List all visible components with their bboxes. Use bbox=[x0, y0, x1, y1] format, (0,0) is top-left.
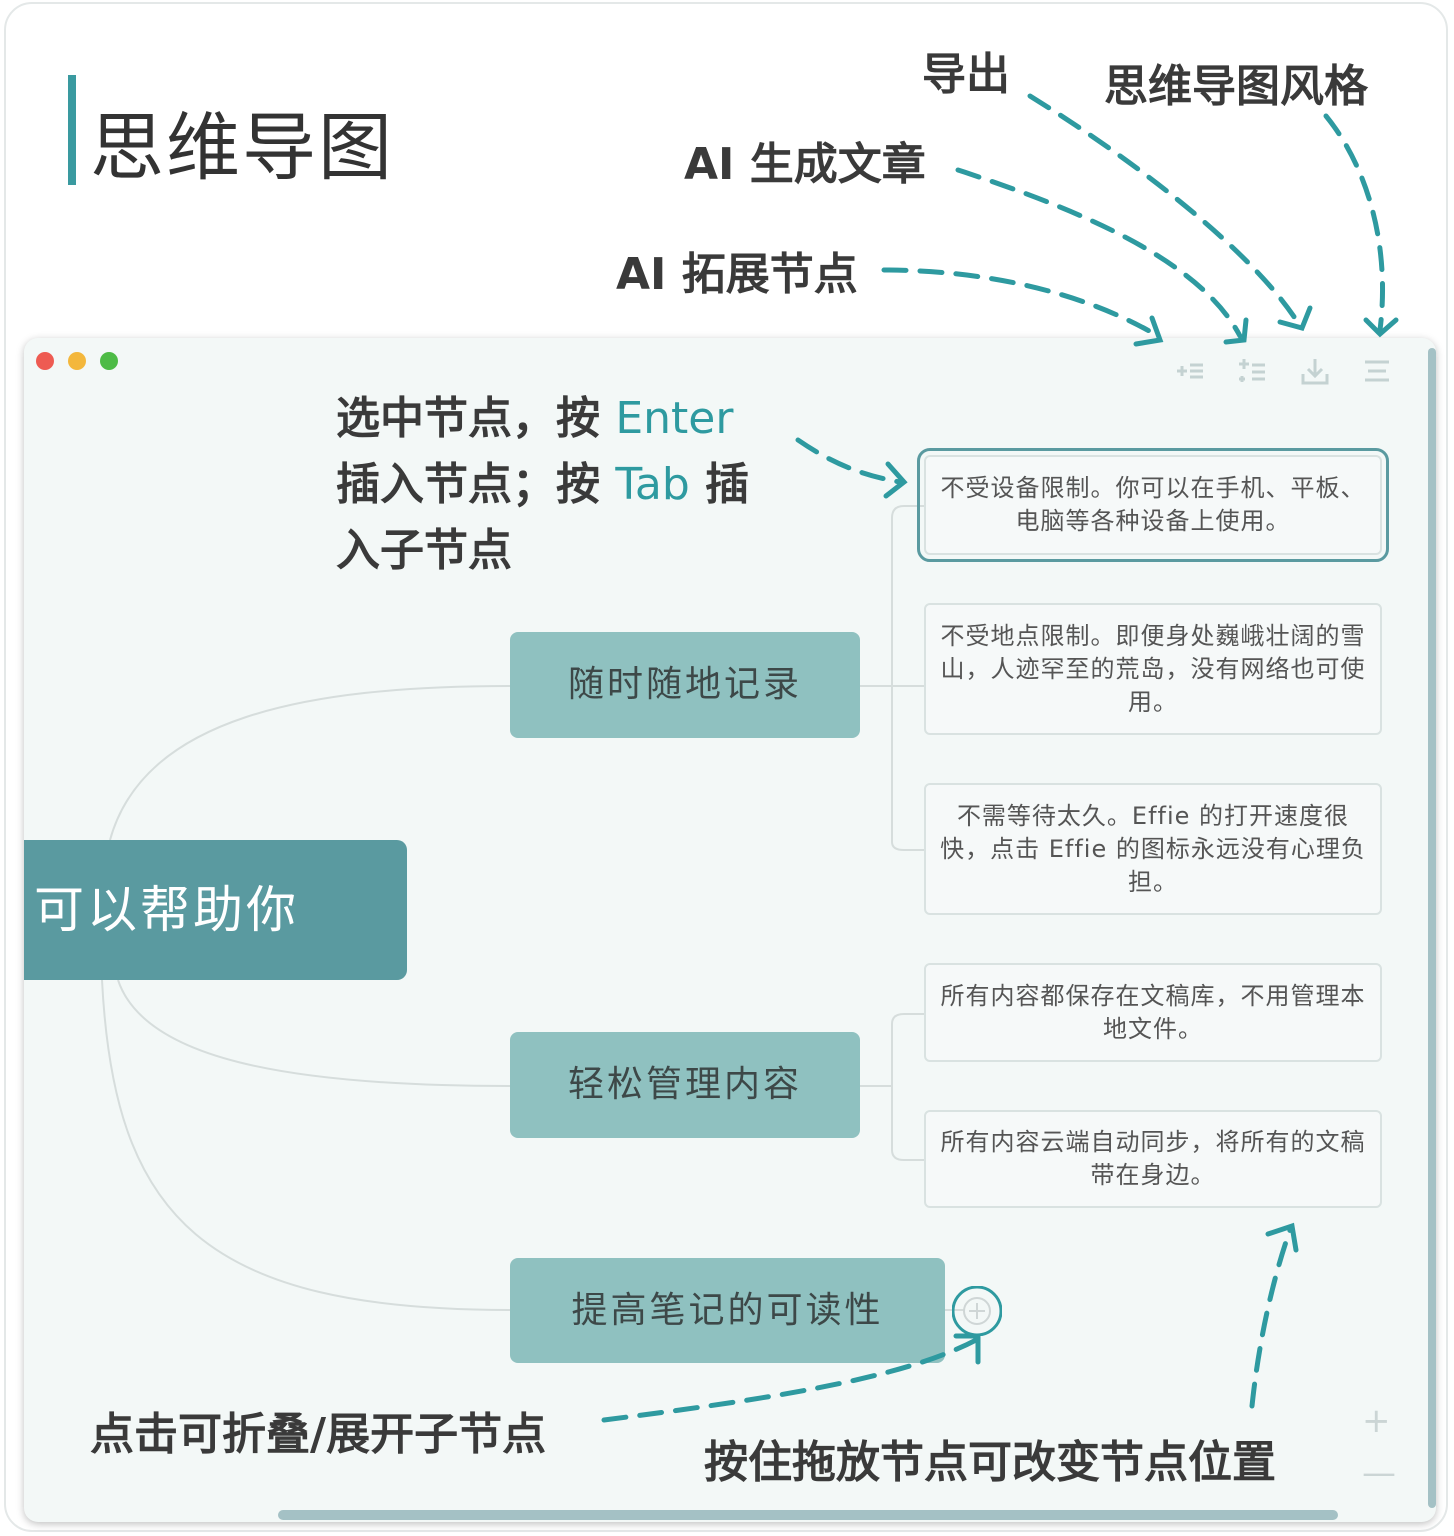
key-enter: Enter bbox=[615, 393, 734, 444]
horizontal-scrollbar[interactable] bbox=[278, 1510, 1338, 1520]
maximize-button[interactable] bbox=[100, 352, 118, 370]
export-download-icon[interactable] bbox=[1298, 354, 1332, 388]
connector-branch-2-children bbox=[860, 1013, 924, 1161]
connector-root-branch-3 bbox=[101, 979, 511, 1311]
annotation-text: 选中节点，按 bbox=[336, 393, 616, 444]
ai-generate-article-icon[interactable] bbox=[1236, 354, 1270, 388]
annotation-text: 插入节点；按 bbox=[336, 459, 616, 510]
plus-icon bbox=[969, 1303, 985, 1319]
leaf-node-selected[interactable]: 不受设备限制。你可以在手机、平板、电脑等各种设备上使用。 bbox=[917, 448, 1389, 562]
ai-expand-node-icon[interactable] bbox=[1174, 354, 1208, 388]
leaf-node[interactable]: 不需等待太久。Effie 的打开速度很快，点击 Effie 的图标永远没有心理负… bbox=[924, 783, 1382, 915]
annotation-enter-tab: 选中节点，按 Enter 插入节点；按 Tab 插 入子节点 bbox=[336, 386, 749, 584]
close-button[interactable] bbox=[36, 352, 54, 370]
leaf-node[interactable]: 所有内容云端自动同步，将所有的文稿带在身边。 bbox=[924, 1110, 1382, 1208]
branch-node-1[interactable]: 随时随地记录 bbox=[510, 632, 860, 738]
annotation-text: 入子节点 bbox=[336, 525, 512, 576]
zoom-out-button[interactable]: — bbox=[1362, 1453, 1396, 1493]
vertical-scrollbar[interactable] bbox=[1428, 348, 1436, 1508]
branch-node-2[interactable]: 轻松管理内容 bbox=[510, 1032, 860, 1138]
annotation-collapse: 点击可折叠/展开子节点 bbox=[90, 1409, 547, 1460]
app-window: 可以帮助你 随时随地记录 轻松管理内容 提高笔记的可读性 不受设备限制。你可以在… bbox=[24, 338, 1436, 1522]
minimize-button[interactable] bbox=[68, 352, 86, 370]
annotation-text: 插 bbox=[689, 459, 750, 510]
annotation-style: 思维导图风格 bbox=[1104, 61, 1368, 112]
connector-root-branch-2 bbox=[117, 979, 511, 1087]
annotation-export: 导出 bbox=[922, 49, 1010, 100]
branch-node-3[interactable]: 提高笔记的可读性 bbox=[510, 1258, 945, 1363]
expand-collapse-toggle[interactable] bbox=[952, 1286, 1002, 1336]
leaf-node[interactable]: 不受地点限制。即便身处巍峨壮阔的雪山，人迹罕至的荒岛，没有网络也可使用。 bbox=[924, 603, 1382, 735]
connector-root-branch-1 bbox=[109, 685, 511, 841]
annotation-ai-expand: AI 拓展节点 bbox=[616, 249, 858, 300]
mindmap-style-icon[interactable] bbox=[1360, 354, 1394, 388]
connector-branch-1-children bbox=[860, 505, 924, 851]
title-accent-bar bbox=[68, 75, 76, 185]
zoom-in-button[interactable]: + bbox=[1362, 1401, 1391, 1441]
annotation-ai-article: AI 生成文章 bbox=[684, 139, 926, 190]
leaf-node[interactable]: 所有内容都保存在文稿库，不用管理本地文件。 bbox=[924, 963, 1382, 1062]
connector-lines bbox=[101, 505, 964, 1311]
page-title: 思维导图 bbox=[90, 105, 394, 191]
annotation-drag: 按住拖放节点可改变节点位置 bbox=[704, 1437, 1276, 1488]
key-tab: Tab bbox=[615, 459, 690, 510]
root-node[interactable]: 可以帮助你 bbox=[24, 840, 407, 980]
